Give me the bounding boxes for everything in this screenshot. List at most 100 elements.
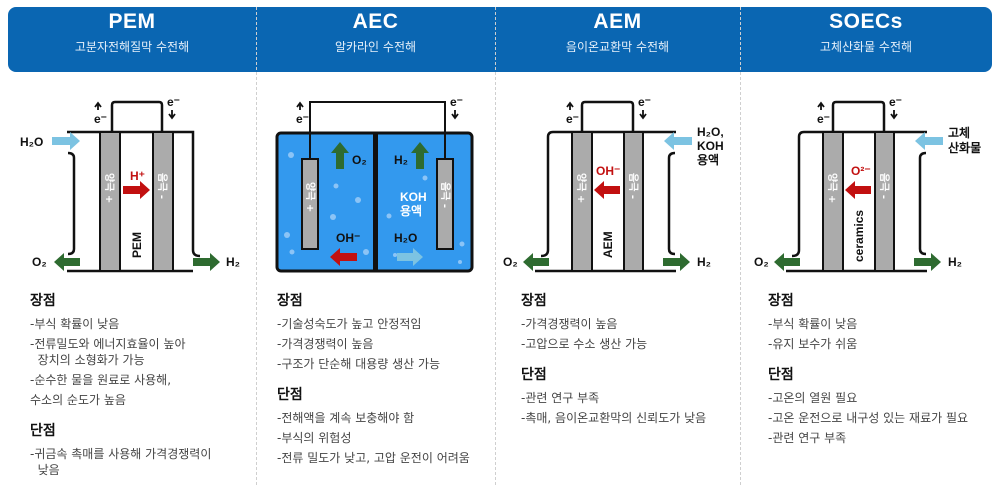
cell-outline [67, 130, 201, 258]
column-subtitle: 고분자전해질막 수전해 [74, 40, 190, 54]
column-header-soec: SOECs 고체산화물 수전해 [740, 0, 992, 65]
cons-heading: 단점 [521, 367, 547, 383]
ion-arrow-left-icon [594, 181, 620, 199]
cons-item: -전해액을 계속 보충해야 함 [277, 411, 415, 425]
solution-label: 용액 [400, 203, 422, 218]
pem-pros-cons: 장점 -부식 확률이 낮음 -전류밀도와 에너지효율이 높아 장치의 소형화가 … [30, 290, 211, 482]
external-wire [110, 100, 164, 132]
cathode-electrode [152, 131, 174, 272]
output-label: O₂ [754, 255, 769, 269]
header-banner [8, 7, 992, 72]
cons-item: -촉매, 음이온교환막의 신뢰도가 낮음 [521, 411, 707, 425]
h2-arrow-icon [914, 253, 941, 271]
cons-item: -부식의 위험성 [277, 431, 352, 445]
column-subtitle: 음이온교환막 수전해 [565, 40, 670, 54]
ion-arrow-left-icon [330, 248, 357, 266]
h2-arrow-icon [663, 253, 690, 271]
input-label: KOH [697, 139, 724, 153]
electron-label: e⁻ [94, 112, 107, 126]
cons-heading: 단점 [30, 423, 56, 439]
cons-heading: 단점 [277, 387, 303, 403]
arrow-up-icon [817, 101, 825, 110]
pros-item: -부식 확률이 낮음 [30, 317, 120, 331]
column-title: SOECs [829, 10, 903, 33]
column-header-aec: AEC 알카라인 수전해 [256, 0, 495, 65]
external-wire [309, 101, 446, 159]
external-wire [831, 100, 886, 132]
input-arrow-icon [664, 132, 692, 150]
input-arrow-icon [915, 132, 943, 150]
anode-label: 양극 + [826, 173, 838, 203]
anode-label: 양극 + [304, 182, 316, 212]
cell-outline [67, 151, 76, 256]
o2-arrow-icon [54, 253, 80, 271]
cathode-electrode [436, 158, 454, 250]
electron-label: e⁻ [296, 112, 309, 126]
output-label: H₂ [226, 255, 240, 269]
arrow-down-icon [451, 110, 459, 120]
cathode-label: 음극 - [627, 173, 639, 199]
input-arrow-icon [52, 132, 80, 150]
cell-outline [540, 130, 676, 258]
ion-label: OH⁻ [596, 164, 620, 178]
o2-arrow-icon [774, 253, 800, 271]
column-subtitle: 고체산화물 수전해 [819, 40, 913, 54]
output-label: O₂ [32, 255, 47, 269]
pros-item: -기술성숙도가 높고 안정적임 [277, 317, 422, 331]
arrow-down-icon [639, 110, 647, 120]
cathode-electrode [623, 131, 644, 272]
arrow-up-icon [94, 101, 102, 110]
arrow-down-icon [890, 110, 898, 120]
electron-label: e⁻ [817, 112, 830, 126]
ion-label: H⁺ [130, 169, 145, 183]
input-label: 산화물 [948, 140, 981, 155]
anode-electrode [571, 131, 593, 272]
ion-label: OH⁻ [336, 231, 360, 245]
anode-electrode [99, 131, 121, 272]
pros-item: -고압으로 수소 생산 가능 [521, 337, 648, 351]
pem-cell-diagram [67, 100, 201, 273]
o2-arrow-icon [523, 253, 549, 271]
pros-item: -전류밀도와 에너지효율이 높아 장치의 소형화가 가능 [30, 337, 186, 367]
anode-label: 양극 + [103, 173, 115, 203]
cons-item: -고온의 열원 필요 [768, 391, 858, 405]
membrane-label: ceramics [852, 210, 866, 262]
soec-pros-cons: 장점 -부식 확률이 낮음 -유지 보수가 쉬움 단점 -고온의 열원 필요 -… [768, 290, 968, 450]
h2-arrow-icon [411, 142, 429, 169]
pros-item: -부식 확률이 낮음 [768, 317, 858, 331]
anode-electrode [301, 158, 319, 250]
anode-electrode [822, 131, 844, 272]
cons-item: -귀금속 촉매를 사용해 가격경쟁력이 낮음 [30, 447, 212, 477]
column-title: AEM [593, 10, 642, 33]
cathode-label: 음극 - [156, 173, 168, 199]
input-arrow-icon [397, 248, 423, 266]
pros-heading: 장점 [768, 293, 794, 309]
cons-item: -전류 밀도가 낮고, 고압 운전이 어려움 [277, 451, 470, 465]
input-label: H₂O, [697, 125, 724, 139]
input-label: 고체 [948, 125, 970, 140]
arrow-up-icon [296, 101, 304, 110]
column-header-aem: AEM 음이온교환막 수전해 [495, 0, 740, 65]
aec-pros-cons: 장점 -기술성숙도가 높고 안정적임 -가격경쟁력이 높음 -구조가 단순해 대… [277, 290, 470, 470]
cathode-label: 음극 - [439, 182, 451, 208]
pros-item: -구조가 단순해 대용량 생산 가능 [277, 357, 441, 371]
pros-item: -가격경쟁력이 높음 [277, 337, 374, 351]
aem-cell-diagram [535, 100, 676, 273]
column-title: AEC [352, 10, 399, 33]
ion-arrow-right-icon [123, 181, 150, 199]
column-divider [740, 7, 741, 485]
pros-item: -유지 보수가 쉬움 [768, 337, 858, 351]
pros-item: 수소의 순도가 높음 [30, 393, 126, 407]
column-divider [256, 7, 257, 485]
pros-heading: 장점 [277, 293, 303, 309]
input-label: H₂O [20, 135, 43, 149]
output-label: H₂ [697, 255, 711, 269]
cell-outline [667, 151, 676, 256]
membrane-label: PEM [130, 232, 144, 258]
cell-outline [918, 151, 927, 256]
solution-label: KOH [400, 190, 427, 204]
electron-label: e⁻ [889, 95, 902, 109]
pros-heading: 장점 [521, 293, 547, 309]
pros-item: -순수한 물을 원료로 사용해, [30, 373, 172, 387]
